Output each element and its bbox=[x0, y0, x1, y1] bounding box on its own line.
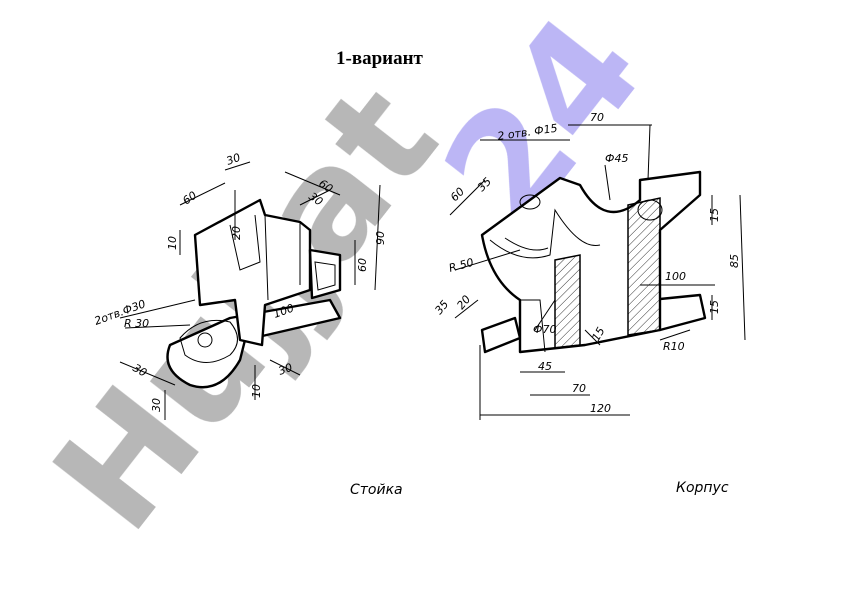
dim-15-c: 15 bbox=[589, 325, 607, 344]
dim-45: 45 bbox=[538, 360, 552, 373]
dim-20-right: 20 bbox=[454, 293, 473, 312]
stoika-base bbox=[166, 298, 342, 389]
dim-85: 85 bbox=[728, 254, 741, 268]
dim-r30: R 30 bbox=[124, 317, 149, 330]
dim-30-e: 30 bbox=[277, 361, 295, 378]
dim-60-a: 60 bbox=[180, 189, 199, 208]
dim-15-a: 15 bbox=[708, 208, 721, 222]
dim-10-a: 10 bbox=[166, 236, 179, 250]
dim-35-b: 35 bbox=[432, 298, 451, 317]
drawing-korpus: 70 2 отв. Ф15 Ф45 60 35 15 85 R 50 100 1… bbox=[432, 111, 746, 420]
korpus-section-left bbox=[554, 254, 581, 349]
korpus-base-left bbox=[480, 316, 522, 354]
dim-20: 20 bbox=[230, 226, 243, 240]
dim-70-b: 70 bbox=[572, 382, 586, 395]
caption-korpus: Корпус bbox=[676, 480, 729, 496]
dim-30-c: 30 bbox=[131, 361, 150, 379]
dim-dia-45: Ф45 bbox=[605, 152, 628, 165]
dim-15-b: 15 bbox=[708, 300, 721, 314]
stoika-upright bbox=[193, 198, 312, 347]
dim-70-top: 70 bbox=[590, 111, 604, 124]
caption-stoika: Стойка bbox=[350, 482, 403, 498]
dim-30-d: 30 bbox=[150, 398, 163, 412]
dim-120: 120 bbox=[590, 402, 611, 415]
dim-r50: R 50 bbox=[447, 256, 475, 275]
dim-90: 90 bbox=[374, 231, 387, 245]
dim-60-c: 60 bbox=[356, 258, 369, 272]
dim-100-right: 100 bbox=[665, 270, 686, 283]
page-title: 1-вариант bbox=[336, 48, 423, 69]
dim-r10: R10 bbox=[663, 340, 685, 353]
dim-30-top: 30 bbox=[225, 151, 243, 168]
dim-10-b: 10 bbox=[250, 384, 263, 398]
dim-dia-70: Ф70 bbox=[533, 323, 556, 336]
